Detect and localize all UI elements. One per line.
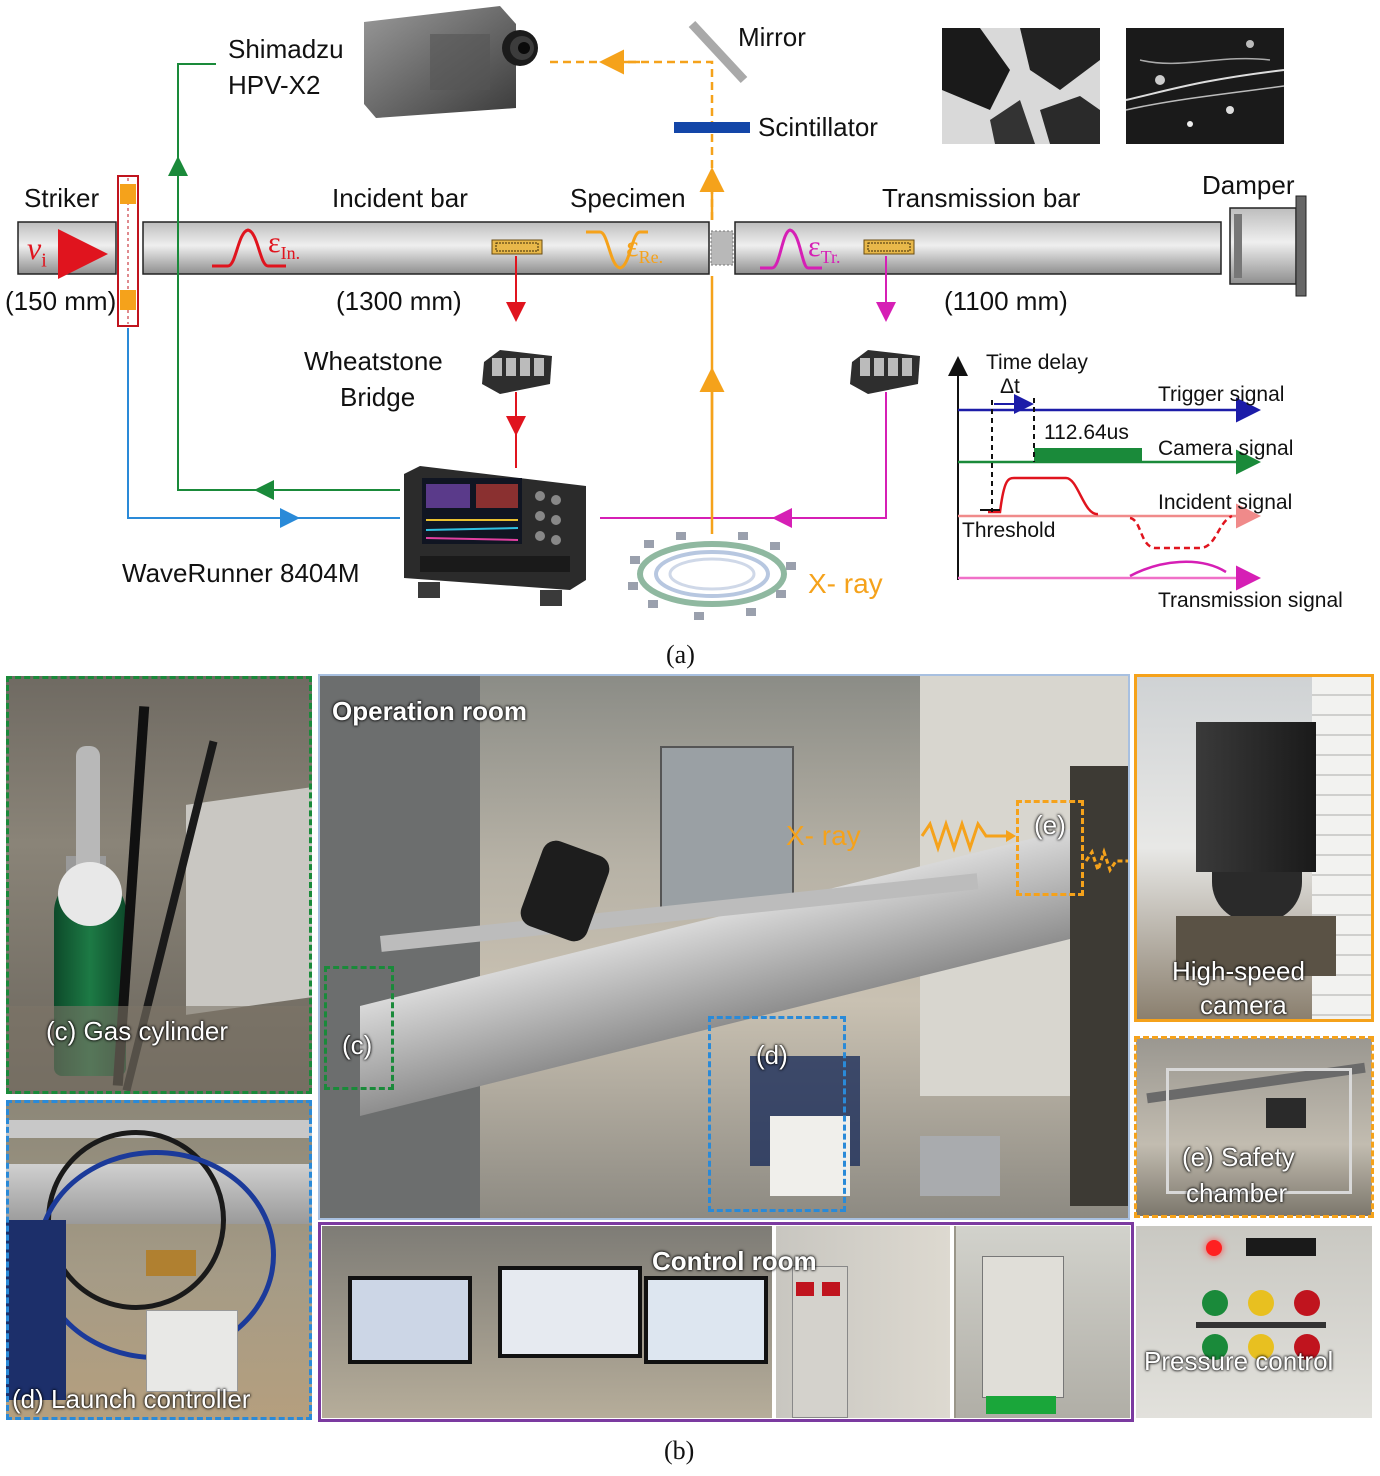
operation-room-label: Operation room [332, 696, 528, 726]
duration-label: 112.64us [1044, 421, 1129, 444]
striker-label: Striker [24, 183, 100, 213]
photo-safety-chamber: (e) Safety chamber [1136, 1038, 1372, 1216]
marker-c-label: (c) [342, 1030, 373, 1060]
caption-a: (a) [666, 640, 695, 669]
marker-e-label: (e) [1034, 810, 1066, 840]
transmission-signal-label: Transmission signal [1158, 589, 1343, 612]
launch-controller-label: (d) Launch controller [12, 1384, 251, 1414]
wheatstone-label-line1: Wheatstone [304, 346, 443, 376]
transmission-bar [734, 221, 1222, 275]
reflected-strain-label: εRe. [626, 230, 664, 267]
incident-strain-symbol: ε [268, 226, 281, 259]
camera-label-line2: HPV-X2 [228, 70, 321, 100]
scintillator [674, 122, 750, 133]
velocity-symbol: v [27, 230, 42, 266]
striker-length: (150 mm) [5, 286, 117, 316]
gas-cylinder-label: (c) Gas cylinder [46, 1016, 229, 1046]
xray-wave-icon [920, 819, 1016, 853]
transmitted-strain-label: εTr. [808, 230, 841, 267]
transmitted-strain-symbol: ε [808, 230, 821, 263]
photo-control-room: Control room [322, 1226, 1130, 1418]
transmitted-strain-sub: Tr. [820, 247, 841, 267]
specimen [710, 230, 734, 266]
oscilloscope-icon [404, 466, 586, 606]
xray-label: X- ray [808, 568, 883, 599]
reflected-pulse [586, 230, 648, 270]
photo-pressure-control: Pressure control [1136, 1226, 1372, 1418]
photo-launch-controller: (d) Launch controller [6, 1100, 312, 1420]
transmission-bar-label: Transmission bar [882, 183, 1081, 213]
delta-t-label: Δt [1000, 375, 1020, 398]
xray-out-wave-icon [1084, 847, 1128, 875]
photo-operation-room: Operation room X- ray (c) (d) (e) [320, 676, 1128, 1218]
transmission-bar-length: (1100 mm) [944, 286, 1068, 316]
velocity-subscript: i [41, 249, 47, 272]
safety-chamber-label-line1: (e) Safety [1182, 1142, 1295, 1172]
incident-bar-length: (1300 mm) [336, 286, 462, 316]
camera-label-line1: Shimadzu [228, 34, 344, 64]
scintillator-label: Scintillator [758, 112, 878, 142]
pressure-control-label: Pressure control [1144, 1346, 1334, 1376]
incident-strain-sub: In. [280, 243, 301, 263]
photo-high-speed-camera: High-speed camera [1136, 676, 1372, 1020]
striker-velocity: vi [27, 232, 47, 270]
time-delay-label: Time delay [986, 351, 1088, 374]
trigger-signal-label: Trigger signal [1158, 383, 1285, 406]
reflected-strain-sub: Re. [638, 247, 664, 267]
mirror [688, 20, 748, 84]
safety-chamber-label-line2: chamber [1186, 1178, 1288, 1208]
incident-signal-label: Incident signal [1158, 491, 1293, 514]
high-speed-camera-label-line1: High-speed [1172, 956, 1305, 986]
ct-image-left [942, 28, 1100, 144]
synchrotron-ring-icon [628, 532, 796, 620]
camera-signal-label: Camera signal [1158, 437, 1294, 460]
high-speed-camera-label-line2: camera [1200, 990, 1287, 1020]
ct-image-right [1125, 28, 1285, 144]
threshold-label: Threshold [962, 519, 1056, 542]
control-room-label: Control room [652, 1246, 817, 1276]
wheatstone-bridge-left [482, 350, 552, 394]
photo-gas-cylinder: (c) Gas cylinder [6, 676, 312, 1094]
transmitted-pulse [760, 228, 822, 270]
striker-guide [117, 175, 139, 327]
incident-strain-label: εIn. [268, 226, 301, 263]
incident-pulse [212, 228, 286, 268]
strain-gauge-incident [491, 239, 543, 255]
wheatstone-label-line2: Bridge [340, 382, 416, 412]
damper-label: Damper [1202, 170, 1295, 200]
wheatstone-bridge-right [850, 350, 920, 394]
incident-bar-label: Incident bar [332, 183, 468, 213]
xray-photo-label: X- ray [786, 820, 861, 851]
camera-icon [364, 6, 538, 118]
timing-diagram [948, 356, 1261, 591]
setup-diagram [17, 6, 1307, 620]
mirror-label: Mirror [738, 22, 806, 52]
marker-d-label: (d) [756, 1040, 788, 1070]
reflected-strain-symbol: ε [626, 230, 639, 263]
strain-gauge-transmission [863, 239, 915, 255]
oscilloscope-label: WaveRunner 8404M [122, 558, 360, 588]
damper [1229, 195, 1307, 297]
caption-b: (b) [664, 1436, 695, 1465]
specimen-label: Specimen [570, 183, 686, 213]
